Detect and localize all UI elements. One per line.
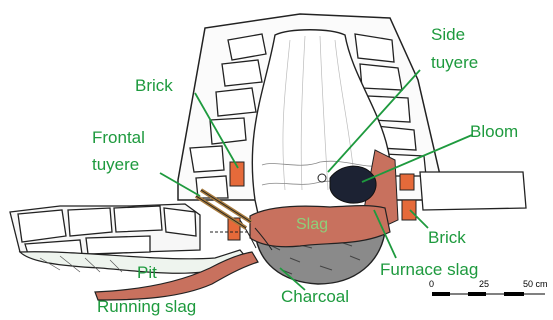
left-stone-wall	[10, 204, 200, 255]
label-frontal-tuyere-line1: Frontal	[92, 128, 145, 147]
brick-right-lower	[402, 200, 416, 220]
scale-tick-50: 50 cm	[523, 279, 548, 289]
right-stone-wall	[420, 172, 526, 210]
label-brick-left: Brick	[135, 76, 173, 95]
label-charcoal: Charcoal	[281, 287, 349, 306]
label-side-tuyere-line1: Side	[431, 25, 465, 44]
label-side-tuyere-line2: tuyere	[431, 53, 478, 72]
label-running-slag: Running slag	[97, 297, 196, 316]
label-furnace-slag: Furnace slag	[380, 260, 478, 279]
label-pit: Pit	[137, 263, 157, 282]
scale-tick-25: 25	[479, 279, 489, 289]
label-brick-right: Brick	[428, 228, 466, 247]
label-bloom: Bloom	[470, 122, 518, 141]
brick-right-upper	[400, 174, 414, 190]
bloom	[330, 166, 376, 203]
scale-tick-0: 0	[429, 279, 434, 289]
label-slag: Slag	[296, 216, 328, 233]
side-tuyere	[318, 174, 326, 182]
label-frontal-tuyere-line2: tuyere	[92, 155, 139, 174]
scale-bar: 0 25 50 cm	[429, 279, 548, 296]
